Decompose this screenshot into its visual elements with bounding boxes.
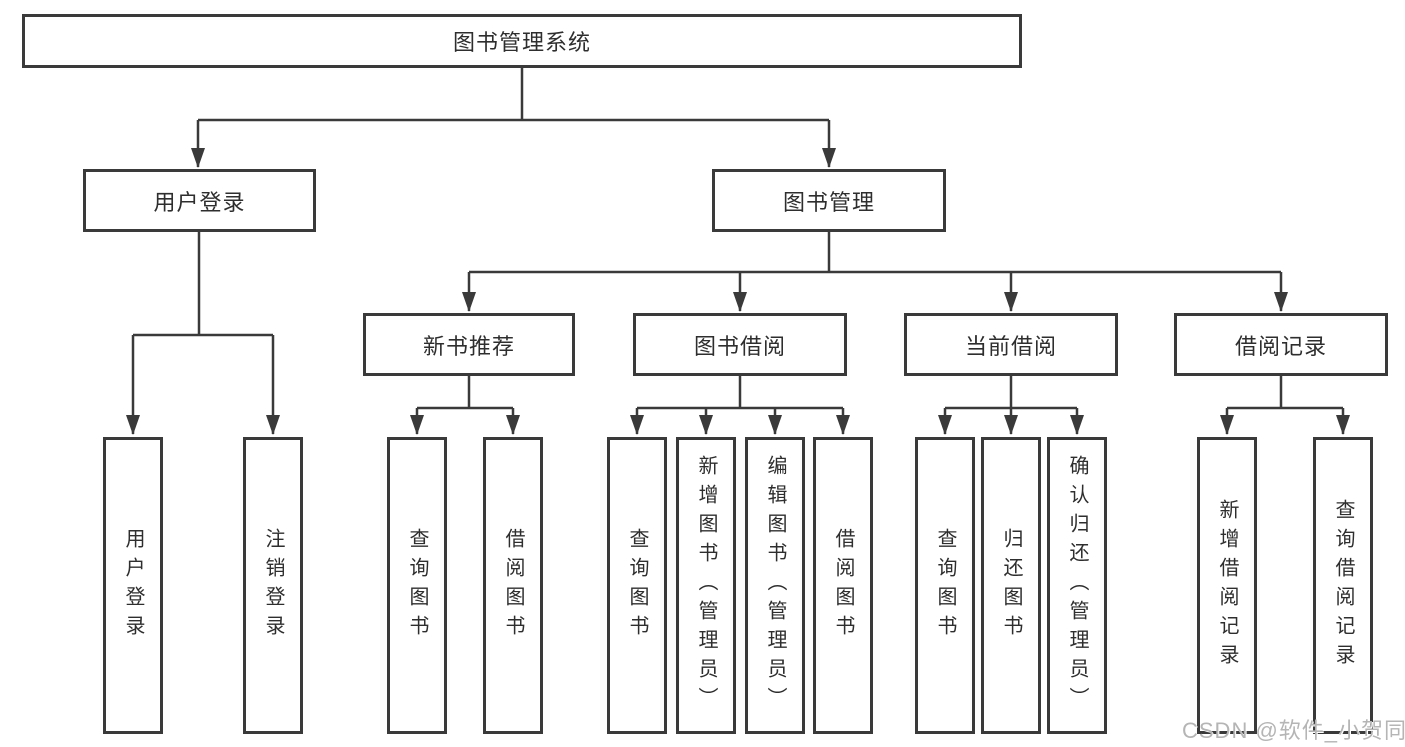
leaf-borrow-query: 查询图书 [607, 437, 667, 734]
leaf-add-book-admin: 新增图书（管理员） [676, 437, 736, 734]
leaf-newbook-query-label: 查询图书 [406, 527, 428, 644]
node-new-book-recommend-label: 新书推荐 [422, 333, 515, 359]
leaf-edit-book-admin-label: 编辑图书（管理员） [764, 455, 786, 716]
node-book-management-label: 图书管理 [782, 189, 875, 215]
leaf-return-book: 归还图书 [981, 437, 1041, 734]
node-new-book-recommend: 新书推荐 [363, 313, 575, 376]
leaf-edit-book-admin: 编辑图书（管理员） [745, 437, 805, 734]
node-book-management: 图书管理 [712, 169, 946, 232]
connector-new-book [410, 376, 520, 435]
leaf-newbook-borrow-label: 借阅图书 [502, 527, 524, 644]
node-current-borrow: 当前借阅 [904, 313, 1118, 376]
node-user-login: 用户登录 [83, 169, 316, 232]
leaf-confirm-return-admin-label: 确认归还（管理员） [1066, 455, 1088, 716]
leaf-user-login-label: 用户登录 [122, 527, 144, 644]
leaf-query-borrow-record: 查询借阅记录 [1313, 437, 1373, 734]
node-root: 图书管理系统 [22, 14, 1022, 68]
node-current-borrow-label: 当前借阅 [964, 333, 1057, 359]
node-book-borrow-label: 图书借阅 [693, 333, 786, 359]
watermark: CSDN @软件_小贺同学 [1182, 718, 1405, 743]
leaf-add-borrow-record-label: 新增借阅记录 [1216, 498, 1238, 673]
node-user-login-label: 用户登录 [153, 189, 246, 215]
leaf-add-borrow-record: 新增借阅记录 [1197, 437, 1257, 734]
leaf-query-borrow-record-label: 查询借阅记录 [1332, 498, 1354, 673]
leaf-return-book-label: 归还图书 [1000, 527, 1022, 644]
leaf-newbook-borrow: 借阅图书 [483, 437, 543, 734]
leaf-current-query: 查询图书 [915, 437, 975, 734]
node-borrow-records: 借阅记录 [1174, 313, 1388, 376]
leaf-current-query-label: 查询图书 [934, 527, 956, 644]
leaf-add-book-admin-label: 新增图书（管理员） [695, 455, 717, 716]
connector-borrow-records [1220, 376, 1350, 435]
leaf-newbook-query: 查询图书 [387, 437, 447, 734]
connector-book-borrow [630, 376, 850, 435]
node-borrow-records-label: 借阅记录 [1234, 333, 1327, 359]
leaf-borrow-book-label: 借阅图书 [832, 527, 854, 644]
leaf-borrow-query-label: 查询图书 [626, 527, 648, 644]
connector-book-management [462, 232, 1288, 312]
connector-root [191, 68, 836, 168]
connector-current-borrow [938, 376, 1084, 435]
leaf-confirm-return-admin: 确认归还（管理员） [1047, 437, 1107, 734]
leaf-borrow-book: 借阅图书 [813, 437, 873, 734]
leaf-logout-label: 注销登录 [262, 527, 284, 644]
leaf-logout: 注销登录 [243, 437, 303, 734]
connector-user-login [126, 232, 280, 435]
node-book-borrow: 图书借阅 [633, 313, 847, 376]
leaf-user-login: 用户登录 [103, 437, 163, 734]
node-root-label: 图书管理系统 [452, 30, 591, 55]
